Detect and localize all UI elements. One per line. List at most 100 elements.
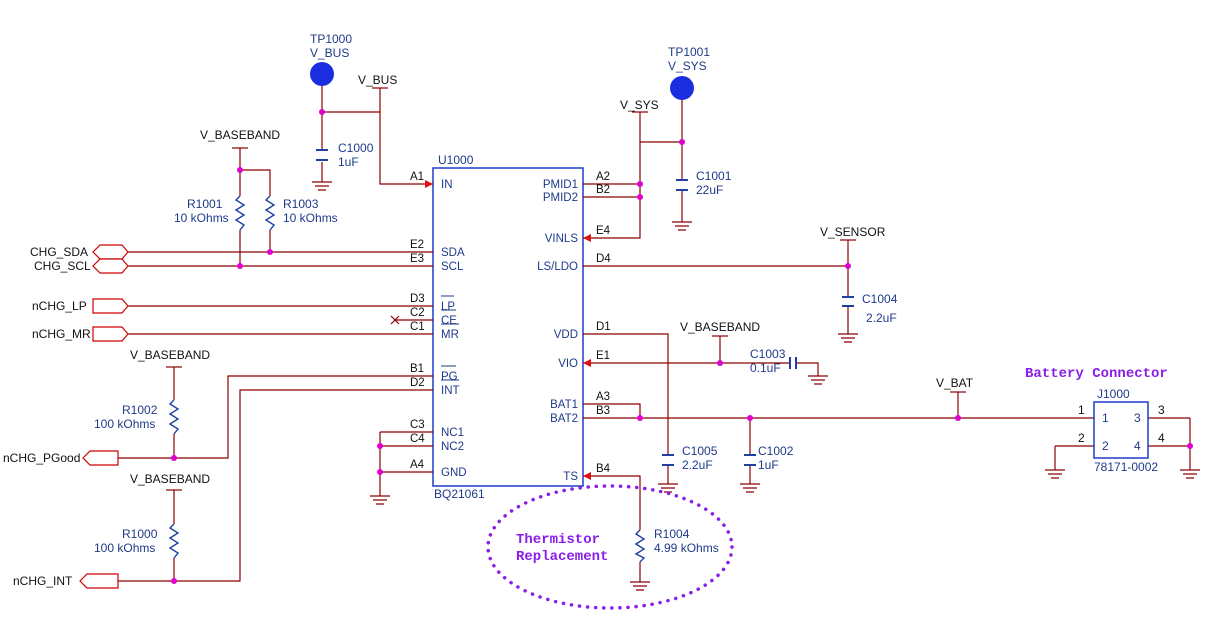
testpoint-tp1000-ref: TP1000	[310, 32, 352, 46]
pin-number: C4	[410, 433, 425, 445]
res-r1002-ref: R1002	[122, 403, 158, 417]
port-nchg-lp: nCHG_LP	[32, 299, 87, 313]
labels: TP1000 V_BUS TP1001 V_SYS V_BUS V_SYS V_…	[3, 32, 1168, 588]
pin-name: SDA	[441, 247, 465, 259]
pin-number: C3	[410, 419, 425, 431]
cap-c1001-value: 22uF	[696, 183, 723, 197]
pin-number: C1	[410, 321, 425, 333]
ground-icon	[808, 375, 828, 385]
ground-icon	[370, 495, 390, 505]
pin-number: B2	[596, 184, 610, 196]
cap-c1003-value: 0.1uF	[750, 361, 781, 375]
pin-name: BAT2	[550, 413, 578, 425]
connector-pin-outside: 2	[1078, 431, 1085, 445]
ports	[79, 244, 129, 589]
testpoint-tp1001-ref: TP1001	[668, 45, 710, 59]
grounds	[312, 181, 1200, 591]
pin-name: CE	[441, 315, 457, 327]
pin-name: TS	[563, 471, 578, 483]
pin-name: IN	[441, 179, 453, 191]
port-chg-sda: CHG_SDA	[30, 245, 88, 259]
pin-number: D3	[410, 293, 425, 305]
res-r1002-value: 100 kOhms	[94, 417, 155, 431]
resistor-r1004-symbol	[634, 529, 646, 563]
junction-dot	[717, 360, 723, 366]
res-r1004-value: 4.99 kOhms	[654, 541, 719, 555]
no-connect-mark	[390, 315, 400, 325]
port-nchg-lp-shape	[92, 298, 129, 314]
junction-dot	[637, 181, 643, 187]
junction-dot	[1187, 443, 1193, 449]
testpoint-tp1001-net: V_SYS	[668, 59, 707, 73]
ground-icon	[740, 483, 760, 493]
capacitor-c1003-symbol	[789, 357, 797, 369]
port-nchg-mr-shape	[92, 326, 129, 342]
resistor-r1000-symbol	[168, 523, 180, 559]
junction-dot	[267, 249, 273, 255]
pin-number: B4	[596, 463, 611, 475]
connector-pin-outside: 1	[1078, 403, 1085, 417]
net-v-bat: V_BAT	[936, 376, 974, 390]
res-r1003-value: 10 kOhms	[283, 211, 338, 225]
ground-icon	[630, 581, 650, 591]
connector-pin-inside: 4	[1134, 439, 1141, 453]
port-nchg-mr: nCHG_MR	[32, 327, 91, 341]
res-r1001-value: 10 kOhms	[174, 211, 229, 225]
resistor-r1001-symbol	[234, 195, 246, 231]
chip-part: BQ21061	[434, 487, 485, 501]
pin-number: D1	[596, 321, 611, 333]
junction-dot	[237, 263, 243, 269]
pin-name: MR	[441, 329, 459, 341]
junction-dot	[171, 455, 177, 461]
pin-name: PMID2	[543, 192, 578, 204]
cap-c1002-ref: C1002	[758, 444, 794, 458]
cap-c1005-value: 2.2uF	[682, 458, 713, 472]
port-nchg-pgood-shape	[82, 450, 119, 466]
pin-number: E1	[596, 350, 610, 362]
capacitor-c1000-symbol	[316, 149, 328, 161]
pin-number: C2	[410, 307, 425, 319]
pin-name: VINLS	[545, 233, 579, 245]
junction-dot	[679, 139, 685, 145]
connector-body	[1093, 401, 1149, 459]
net-v-baseband-r1000: V_BASEBAND	[130, 472, 210, 486]
net-flags	[166, 87, 966, 491]
pin-name: LS/LDO	[537, 261, 578, 273]
junction-dot	[845, 263, 851, 269]
port-nchg-int-shape	[79, 573, 119, 589]
net-v-baseband-r1002: V_BASEBAND	[130, 348, 210, 362]
capacitor-c1001-symbol	[676, 179, 688, 191]
net-v-baseband-r1001: V_BASEBAND	[200, 128, 280, 142]
connector-pin-outside: 3	[1158, 403, 1165, 417]
connector-j1000	[1093, 401, 1149, 459]
pin-arrow	[425, 180, 433, 188]
junction-dot	[637, 194, 643, 200]
capacitor-c1004-symbol	[842, 296, 854, 307]
connector-title: Battery Connector	[1025, 366, 1168, 382]
pin-number: B3	[596, 405, 610, 417]
pin-name: BAT1	[550, 399, 578, 411]
testpoint-tp1000-dot	[310, 62, 334, 86]
pin-number: E4	[596, 225, 611, 237]
cap-c1001-ref: C1001	[696, 169, 732, 183]
res-r1000-value: 100 kOhms	[94, 541, 155, 555]
cap-c1003-ref: C1003	[750, 347, 786, 361]
pin-number: D2	[410, 377, 425, 389]
testpoint-tp1000-net: V_BUS	[310, 46, 349, 60]
pin-name: INT	[441, 385, 460, 397]
capacitor-c1005-symbol	[662, 454, 674, 466]
resistors	[168, 195, 646, 563]
junction-dot	[171, 578, 177, 584]
ground-icon	[838, 333, 858, 343]
cap-c1004-value: 2.2uF	[866, 311, 897, 325]
pin-name: VDD	[554, 329, 578, 341]
junction-dot	[237, 167, 243, 173]
net-v-baseband-vio: V_BASEBAND	[680, 320, 760, 334]
junction-dot	[377, 443, 383, 449]
cap-c1004-ref: C1004	[862, 292, 898, 306]
ground-icon	[1045, 469, 1065, 479]
connector-pin-outside: 4	[1158, 431, 1165, 445]
capacitors	[316, 149, 854, 466]
pin-number: E2	[410, 239, 424, 251]
